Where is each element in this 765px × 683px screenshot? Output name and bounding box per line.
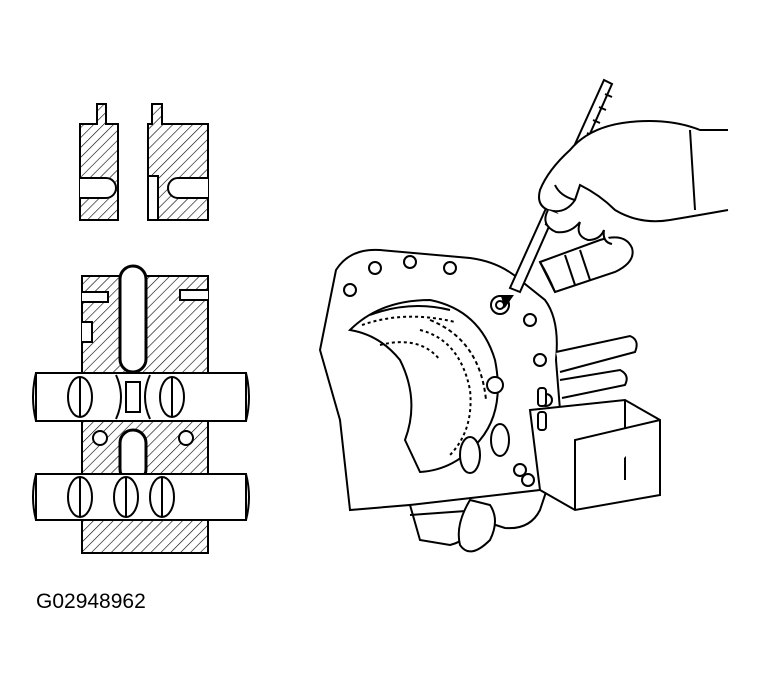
handle-grip	[538, 236, 634, 294]
transmission-assembly	[318, 236, 661, 553]
figure-id-label: G02948962	[36, 590, 146, 613]
top-cross-section	[79, 103, 209, 221]
shift-rod-2	[559, 368, 628, 399]
shift-rod-1	[555, 334, 638, 373]
hand-icon	[538, 120, 729, 245]
bottom-cross-section	[32, 264, 250, 554]
interlock-pin-upper	[118, 264, 148, 374]
top-left-plate	[79, 103, 119, 221]
